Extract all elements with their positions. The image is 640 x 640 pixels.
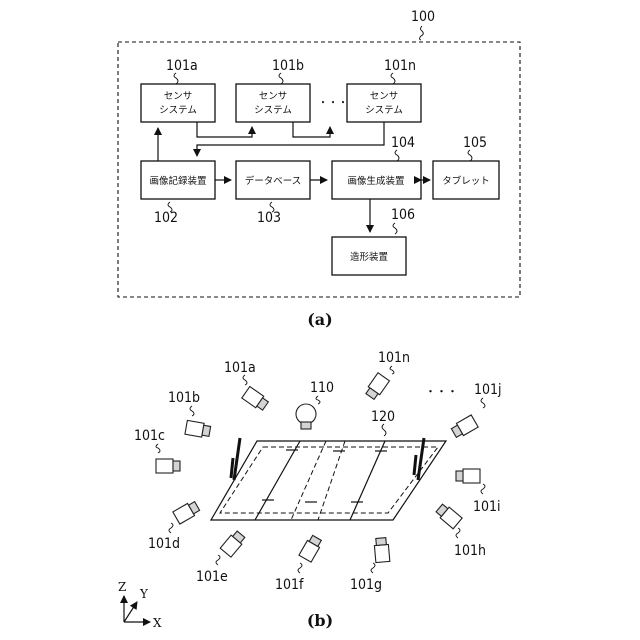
shaping-device: 造形装置 106 bbox=[332, 207, 415, 275]
svg-text:101a: 101a bbox=[224, 360, 256, 376]
svg-text:102: 102 bbox=[154, 210, 178, 226]
svg-text:センサ: センサ bbox=[259, 91, 288, 102]
svg-text:101a: 101a bbox=[166, 58, 198, 74]
camera-icon-101n bbox=[364, 373, 389, 401]
sensor-system-b: センサ システム 101b bbox=[236, 58, 310, 122]
svg-text:101g: 101g bbox=[350, 577, 382, 593]
svg-text:101n: 101n bbox=[384, 58, 416, 74]
svg-text:タブレット: タブレット bbox=[442, 175, 490, 187]
svg-text:106: 106 bbox=[391, 207, 415, 223]
database: データベース 103 bbox=[236, 161, 310, 226]
diagram-a: 100 センサ システム 101a センサ システム 101b ・・・ センサ … bbox=[118, 9, 520, 329]
svg-text:センサ: センサ bbox=[164, 91, 193, 102]
caption-a: (a) bbox=[307, 310, 333, 329]
sensor-system-n: センサ システム 101n bbox=[347, 58, 421, 122]
diagram-b: 120 110 101a 101b 101c 101d bbox=[118, 350, 502, 630]
camera-icon-101e bbox=[220, 530, 246, 557]
svg-text:造形装置: 造形装置 bbox=[350, 251, 388, 263]
svg-text:X: X bbox=[153, 616, 162, 630]
svg-text:101h: 101h bbox=[454, 543, 486, 559]
svg-text:101i: 101i bbox=[473, 499, 501, 515]
axis-indicator: Z Y X bbox=[118, 580, 162, 630]
camera-icon-101j bbox=[450, 415, 478, 439]
svg-text:103: 103 bbox=[257, 210, 281, 226]
svg-text:システム: システム bbox=[159, 105, 197, 116]
wire-a-to-b bbox=[197, 122, 252, 137]
svg-text:104: 104 bbox=[391, 135, 415, 151]
svg-text:101e: 101e bbox=[196, 569, 228, 585]
svg-text:105: 105 bbox=[463, 135, 487, 151]
svg-text:システム: システム bbox=[254, 105, 292, 116]
light-source-icon bbox=[296, 404, 316, 429]
camera-ellipsis: ・・・ bbox=[425, 385, 458, 398]
camera-icon-101b bbox=[185, 420, 211, 438]
object-label: 110 bbox=[310, 380, 334, 396]
system-label: 100 bbox=[411, 9, 435, 25]
svg-text:Y: Y bbox=[139, 587, 149, 601]
svg-text:101f: 101f bbox=[275, 577, 304, 593]
svg-text:101b: 101b bbox=[272, 58, 304, 74]
caption-b: (b) bbox=[307, 611, 333, 630]
field-label: 120 bbox=[371, 409, 395, 425]
camera-icon-101i bbox=[456, 469, 480, 483]
camera-icon-101h bbox=[435, 503, 462, 529]
camera-icon-101c bbox=[156, 459, 180, 473]
svg-text:センサ: センサ bbox=[370, 91, 399, 102]
svg-text:101n: 101n bbox=[378, 350, 410, 366]
svg-text:Z: Z bbox=[118, 580, 126, 594]
svg-text:101j: 101j bbox=[474, 382, 502, 398]
sensor-ellipsis: ・・・ bbox=[318, 98, 348, 109]
svg-text:101c: 101c bbox=[134, 428, 165, 444]
svg-text:101b: 101b bbox=[168, 390, 200, 406]
wire-b-to-n bbox=[293, 122, 330, 137]
svg-text:画像記録装置: 画像記録装置 bbox=[149, 175, 206, 187]
wire-n-to-recorder bbox=[197, 122, 384, 156]
camera-icon-101a bbox=[242, 387, 270, 412]
sensor-system-a: センサ システム 101a bbox=[141, 58, 215, 122]
system-label-leader bbox=[420, 26, 424, 40]
svg-text:101d: 101d bbox=[148, 536, 180, 552]
svg-text:データベース: データベース bbox=[245, 175, 302, 187]
svg-text:システム: システム bbox=[365, 105, 403, 116]
image-recorder: 画像記録装置 102 bbox=[141, 161, 215, 226]
camera-icon-101g bbox=[374, 537, 390, 562]
camera-icon-101f bbox=[299, 534, 323, 562]
svg-text:画像生成装置: 画像生成装置 bbox=[347, 175, 404, 187]
camera-icon-101d bbox=[173, 500, 201, 524]
tablet: タブレット 105 bbox=[433, 135, 499, 199]
volleyball-court bbox=[211, 438, 446, 520]
